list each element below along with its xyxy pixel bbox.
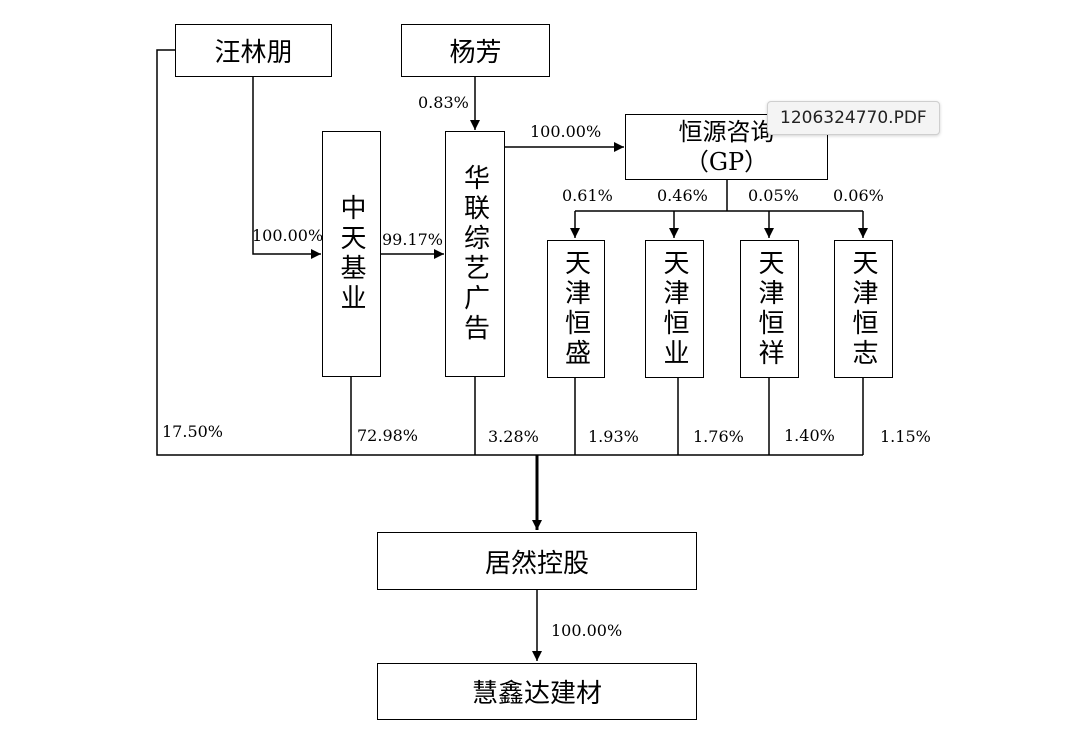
pct-gp-hengye: 0.46% xyxy=(657,186,708,205)
pct-yang-hualian: 0.83% xyxy=(418,93,469,112)
node-huixinda-jiancai: 慧鑫达建材 xyxy=(377,663,697,720)
pct-wang-zhongtian: 100.00% xyxy=(252,226,324,245)
pct-gp-hengxiang: 0.05% xyxy=(748,186,799,205)
node-zhongtian-jiye: 中天基业 xyxy=(322,131,381,377)
node-juran-konggu: 居然控股 xyxy=(377,532,697,590)
pct-hengye-juran: 1.76% xyxy=(693,427,744,446)
pct-gp-hengzhi: 0.06% xyxy=(833,186,884,205)
pct-zhongtian-hualian: 99.17% xyxy=(382,230,444,249)
node-hualian-zongyi: 华联综艺广告 xyxy=(445,131,505,377)
node-tianjin-hengzhi: 天津恒志 xyxy=(834,240,893,378)
edge-wang-zhongtian xyxy=(252,77,321,259)
pct-hualian-juran: 3.28% xyxy=(488,427,539,446)
filename-tooltip: 1206324770.PDF xyxy=(767,101,940,135)
node-tianjin-hengsheng: 天津恒盛 xyxy=(547,240,605,378)
pct-hualian-hengyuan: 100.00% xyxy=(530,122,602,141)
edge-wang-juran xyxy=(156,49,537,456)
pct-hengsheng-juran: 1.93% xyxy=(588,427,639,446)
pct-zhongtian-juran: 72.98% xyxy=(357,426,419,445)
pct-wang-juran: 17.50% xyxy=(162,422,224,441)
node-hengyuan-name: 恒源咨询 xyxy=(678,118,775,146)
node-tianjin-hengye: 天津恒业 xyxy=(645,240,704,378)
pct-hengxiang-juran: 1.40% xyxy=(784,426,835,445)
pct-juran-huixinda: 100.00% xyxy=(551,621,623,640)
pct-gp-hengsheng: 0.61% xyxy=(562,186,613,205)
node-hengyuan-gp: （GP） xyxy=(684,148,769,176)
node-yang-fang: 杨芳 xyxy=(401,24,550,77)
node-wang-linpeng: 汪林朋 xyxy=(175,24,332,77)
pct-hengzhi-juran: 1.15% xyxy=(880,427,931,446)
node-hengyuan-zixun: 恒源咨询 （GP） xyxy=(625,114,828,180)
node-tianjin-hengxiang: 天津恒祥 xyxy=(740,240,799,378)
